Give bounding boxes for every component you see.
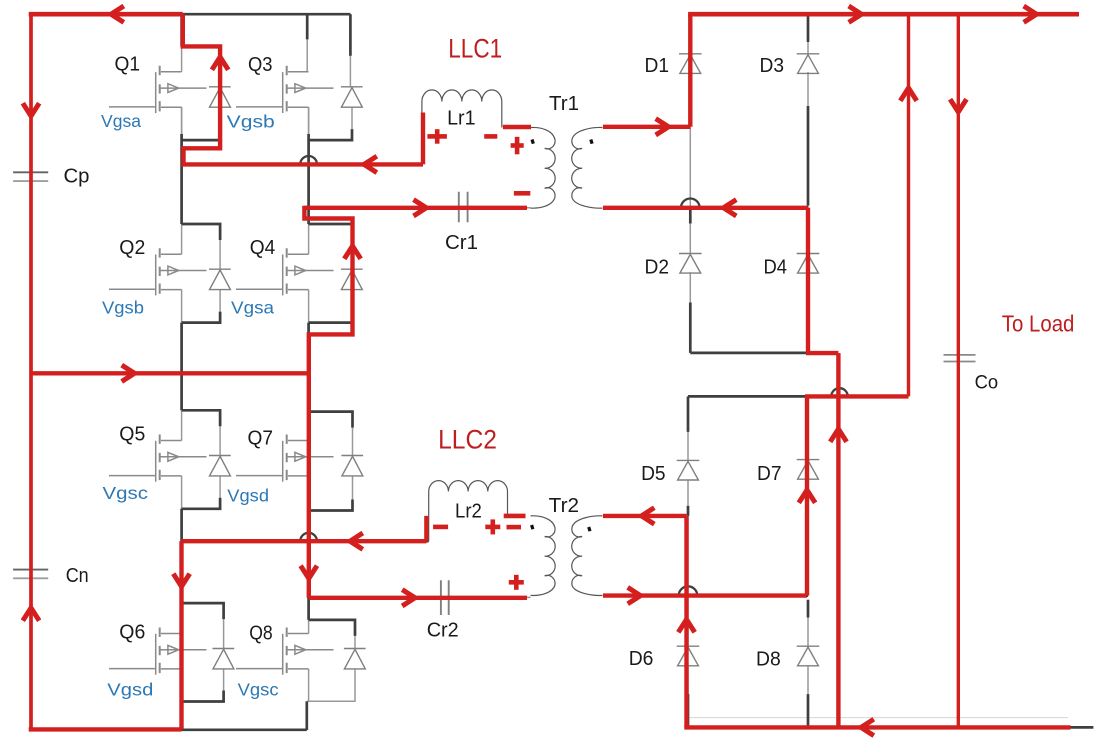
svg-text:Cn: Cn xyxy=(66,565,89,587)
svg-text:Tr1: Tr1 xyxy=(549,93,579,115)
svg-text:Q5: Q5 xyxy=(119,424,145,446)
svg-text:Vgsd: Vgsd xyxy=(227,486,269,506)
svg-text:Vgsb: Vgsb xyxy=(227,112,275,132)
svg-text:D6: D6 xyxy=(629,648,654,670)
svg-text:D2: D2 xyxy=(645,257,670,279)
svg-text:Tr2: Tr2 xyxy=(549,495,579,517)
svg-text:Q3: Q3 xyxy=(248,54,273,76)
svg-text:Cr1: Cr1 xyxy=(445,232,478,254)
svg-text:D4: D4 xyxy=(764,257,788,279)
svg-text:LLC1: LLC1 xyxy=(448,34,502,64)
svg-text:D8: D8 xyxy=(756,648,781,670)
svg-text:Vgsb: Vgsb xyxy=(102,298,144,318)
svg-text:LLC2: LLC2 xyxy=(438,425,497,455)
svg-text:Lr1: Lr1 xyxy=(447,108,475,130)
svg-text:Vgsa: Vgsa xyxy=(231,298,274,318)
svg-text:Q7: Q7 xyxy=(248,428,274,450)
svg-text:Q2: Q2 xyxy=(119,237,145,259)
svg-text:D5: D5 xyxy=(641,463,666,485)
svg-text:Cp: Cp xyxy=(64,166,90,188)
svg-text:D1: D1 xyxy=(645,55,670,77)
svg-text:Vgsa: Vgsa xyxy=(101,111,141,131)
svg-text:D7: D7 xyxy=(757,463,782,485)
svg-text:Q1: Q1 xyxy=(115,54,141,76)
svg-text:Co: Co xyxy=(975,372,999,394)
svg-text:Q4: Q4 xyxy=(250,237,275,259)
svg-text:Q8: Q8 xyxy=(249,623,273,645)
svg-text:To Load: To Load xyxy=(1002,311,1075,337)
svg-text:Vgsc: Vgsc xyxy=(103,483,149,503)
svg-text:D3: D3 xyxy=(760,55,785,77)
svg-text:Q6: Q6 xyxy=(119,622,145,644)
svg-text:Vgsc: Vgsc xyxy=(238,680,279,700)
svg-text:Cr2: Cr2 xyxy=(427,620,459,642)
svg-text:Vgsd: Vgsd xyxy=(107,680,153,700)
svg-text:Lr2: Lr2 xyxy=(455,500,482,522)
